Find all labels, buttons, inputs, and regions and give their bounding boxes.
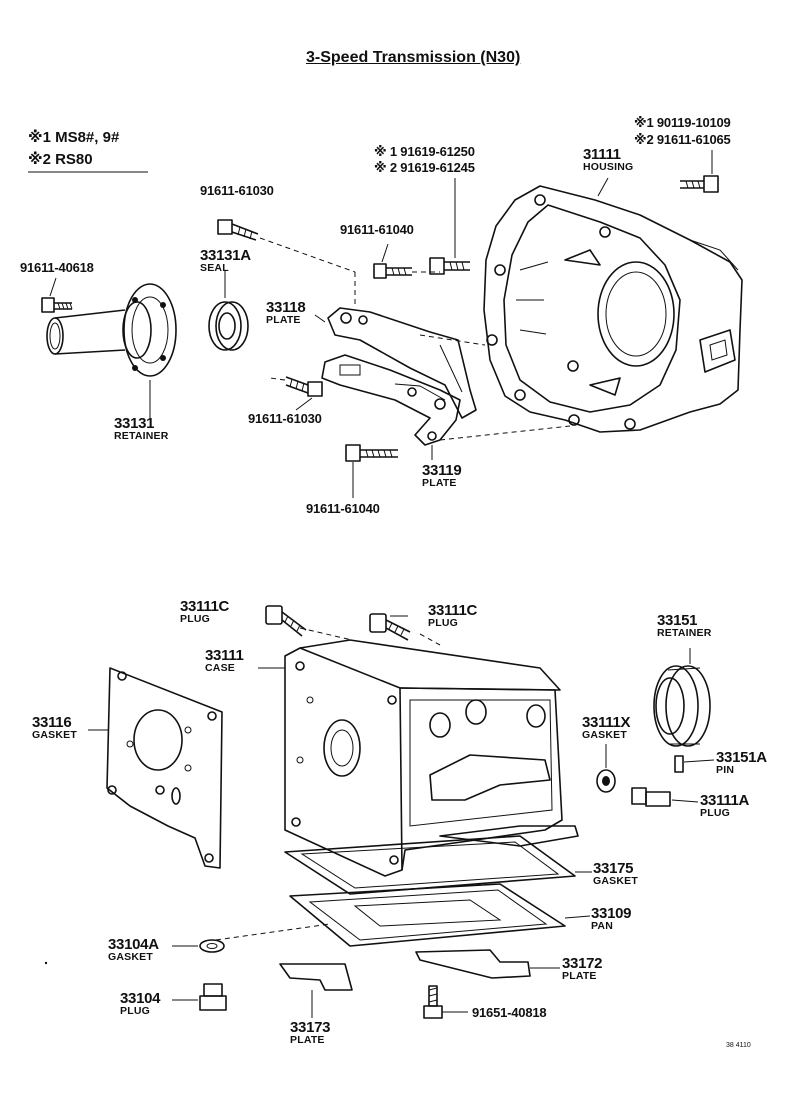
pin-33151a-drawing [674,755,715,773]
plug-33111c-left-drawing [265,605,307,637]
label-33111c-left-number: 33111C [180,598,230,615]
model-note-2: ※2 RS80 [28,151,93,168]
label-33173-name: PLATE [290,1034,325,1046]
gasket-33104a-drawing [172,939,225,953]
plate-33173-drawing [279,963,353,1018]
gasket-33111x-drawing [596,744,616,793]
label-33172-name: PLATE [562,970,597,982]
label-33111c-left-name: PLUG [180,613,210,625]
label-33104-name: PLUG [120,1005,150,1017]
bolt-91611-61040-top-drawing [373,243,440,279]
label-31111-name: HOUSING [583,161,634,173]
label-33104a-name: GASKET [108,951,153,963]
label-33151a-name: PIN [716,764,735,776]
label-33131-number: 33131 [114,415,155,432]
label-91651-40818: 91651-40818 [472,1005,547,1020]
label-90119-line2: ※2 91611-61065 [634,132,731,147]
label-31111-number: 31111 [583,146,621,163]
label-33111c-right-number: 33111C [428,602,478,619]
page-title: 3-Speed Transmission (N30) [306,49,521,66]
footer-code: 38 4110 [726,1042,751,1049]
retainer-33151-drawing [653,648,711,747]
pan-33109-drawing [215,883,591,947]
seal-33131a-drawing [208,270,249,351]
label-33172-number: 33172 [562,955,603,972]
plate-33118-drawing [314,307,477,419]
label-91611-61040-top: 91611-61040 [340,222,414,237]
plate-33172-drawing [415,949,560,979]
label-91611-40618: 91611-40618 [20,260,94,275]
label-91611-61030-top: 91611-61030 [200,183,274,198]
label-33116-name: GASKET [32,729,77,741]
label-33111-name: CASE [205,662,235,674]
label-33109-name: PAN [591,920,613,932]
plug-33111a-drawing [631,787,699,807]
case-33111-drawing [258,627,579,877]
label-33151-number: 33151 [657,612,698,629]
bolt-91619-drawing [419,178,486,346]
bolt-91651-drawing [423,985,468,1019]
label-33109-number: 33109 [591,905,632,922]
bolt-90119-drawing [680,150,719,193]
label-90119-line1: ※1 90119-10109 [634,115,731,130]
plate-33119-drawing [321,354,461,460]
label-33173-number: 33173 [290,1019,331,1036]
plug-33111c-right-drawing [369,613,411,641]
model-note-1: ※1 MS8#, 9# [28,129,120,146]
label-33119-name: PLATE [422,477,457,489]
label-33131-name: RETAINER [114,430,169,442]
label-33104a-number: 33104A [108,936,159,953]
label-33118-name: PLATE [266,314,301,326]
label-33111a-name: PLUG [700,807,730,819]
bolt-91611-61030-mid-drawing [269,376,323,411]
label-33111x-number: 33111X [582,714,631,731]
housing-31111-drawing [483,177,743,433]
label-33151-name: RETAINER [657,627,712,639]
label-33131a-name: SEAL [200,262,229,274]
label-33118-number: 33118 [266,299,306,316]
label-33151a-number: 33151A [716,749,767,766]
label-33119-number: 33119 [422,462,462,479]
label-91619-line2: ※ 2 91619-61245 [374,160,475,175]
gasket-33175-drawing [284,835,592,895]
label-91619-line1: ※ 1 91619-61250 [374,144,475,159]
label-33111a-number: 33111A [700,792,750,809]
bolt-91611-40618-drawing [41,277,73,313]
plug-33104-drawing [172,983,227,1011]
label-33175-number: 33175 [593,860,634,877]
label-33116-number: 33116 [32,714,72,731]
retainer-33131-drawing [46,283,177,418]
bolt-91611-61030-top-drawing [217,219,356,305]
label-33111-number: 33111 [205,647,244,664]
gasket-33116-drawing [88,667,223,869]
label-33131a-number: 33131A [200,247,251,264]
bolt-91611-61040-bot-drawing [345,425,571,498]
label-91611-61030-mid: 91611-61030 [248,411,322,426]
label-91611-61040-bot: 91611-61040 [306,501,380,516]
label-33111x-name: GASKET [582,729,627,741]
label-33175-name: GASKET [593,875,638,887]
label-33104-number: 33104 [120,990,161,1007]
label-33111c-right-name: PLUG [428,617,458,629]
